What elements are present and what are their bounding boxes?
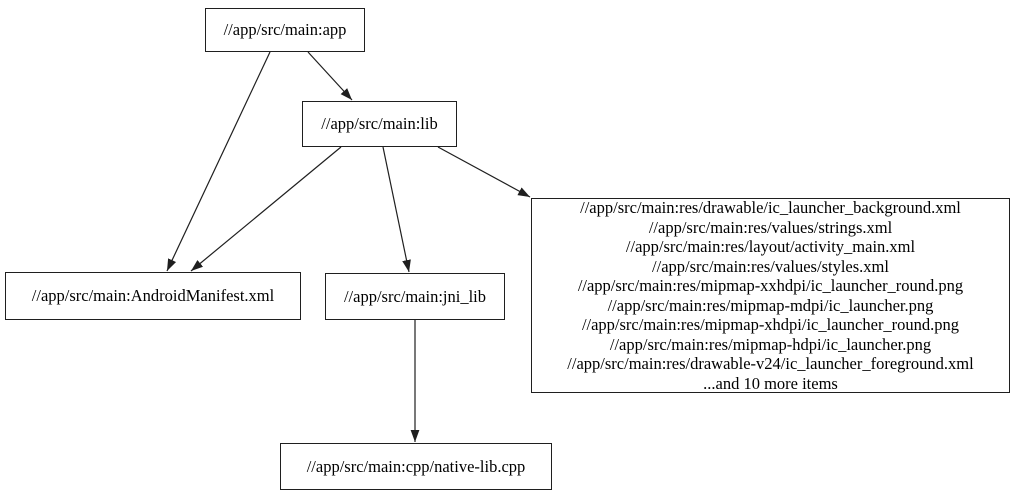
resource-item: //app/src/main:res/mipmap-hdpi/ic_launch…: [609, 334, 932, 354]
node-app: //app/src/main:app: [205, 8, 365, 52]
edge-lib-to-jni-lib: [382, 146, 411, 273]
node-android-manifest-label: //app/src/main:AndroidManifest.xml: [31, 286, 275, 306]
edge-lib-to-android-manifest: [190, 146, 342, 272]
resource-item: //app/src/main:res/mipmap-xhdpi/ic_launc…: [581, 315, 960, 334]
node-app-label: //app/src/main:app: [223, 20, 347, 40]
resource-item: //app/src/main:res/mipmap-mdpi/ic_launch…: [607, 295, 934, 315]
node-lib: //app/src/main:lib: [302, 101, 457, 147]
node-lib-label: //app/src/main:lib: [321, 114, 438, 134]
edge-lib-to-resources: [437, 146, 531, 198]
node-jni-lib-label: //app/src/main:jni_lib: [343, 286, 487, 306]
node-jni-lib: //app/src/main:jni_lib: [325, 273, 505, 320]
resource-item: //app/src/main:res/drawable-v24/ic_launc…: [567, 354, 974, 373]
node-native-lib-cpp: //app/src/main:cpp/native-lib.cpp: [280, 443, 552, 490]
edge-app-to-lib: [307, 51, 353, 101]
node-native-lib-cpp-label: //app/src/main:cpp/native-lib.cpp: [306, 456, 526, 476]
resource-item: //app/src/main:res/values/styles.xml: [652, 256, 889, 276]
node-resources: //app/src/main:res/drawable/ic_launcher_…: [531, 198, 1010, 393]
node-android-manifest: //app/src/main:AndroidManifest.xml: [5, 272, 301, 320]
resource-item: //app/src/main:res/drawable/ic_launcher_…: [580, 198, 961, 217]
resource-item: //app/src/main:res/values/strings.xml: [648, 217, 893, 237]
edge-app-to-android-manifest: [166, 51, 271, 272]
resource-more-items: ...and 10 more items: [703, 373, 838, 393]
resource-item: //app/src/main:res/layout/activity_main.…: [625, 237, 916, 256]
resource-item: //app/src/main:res/mipmap-xxhdpi/ic_laun…: [577, 276, 964, 295]
